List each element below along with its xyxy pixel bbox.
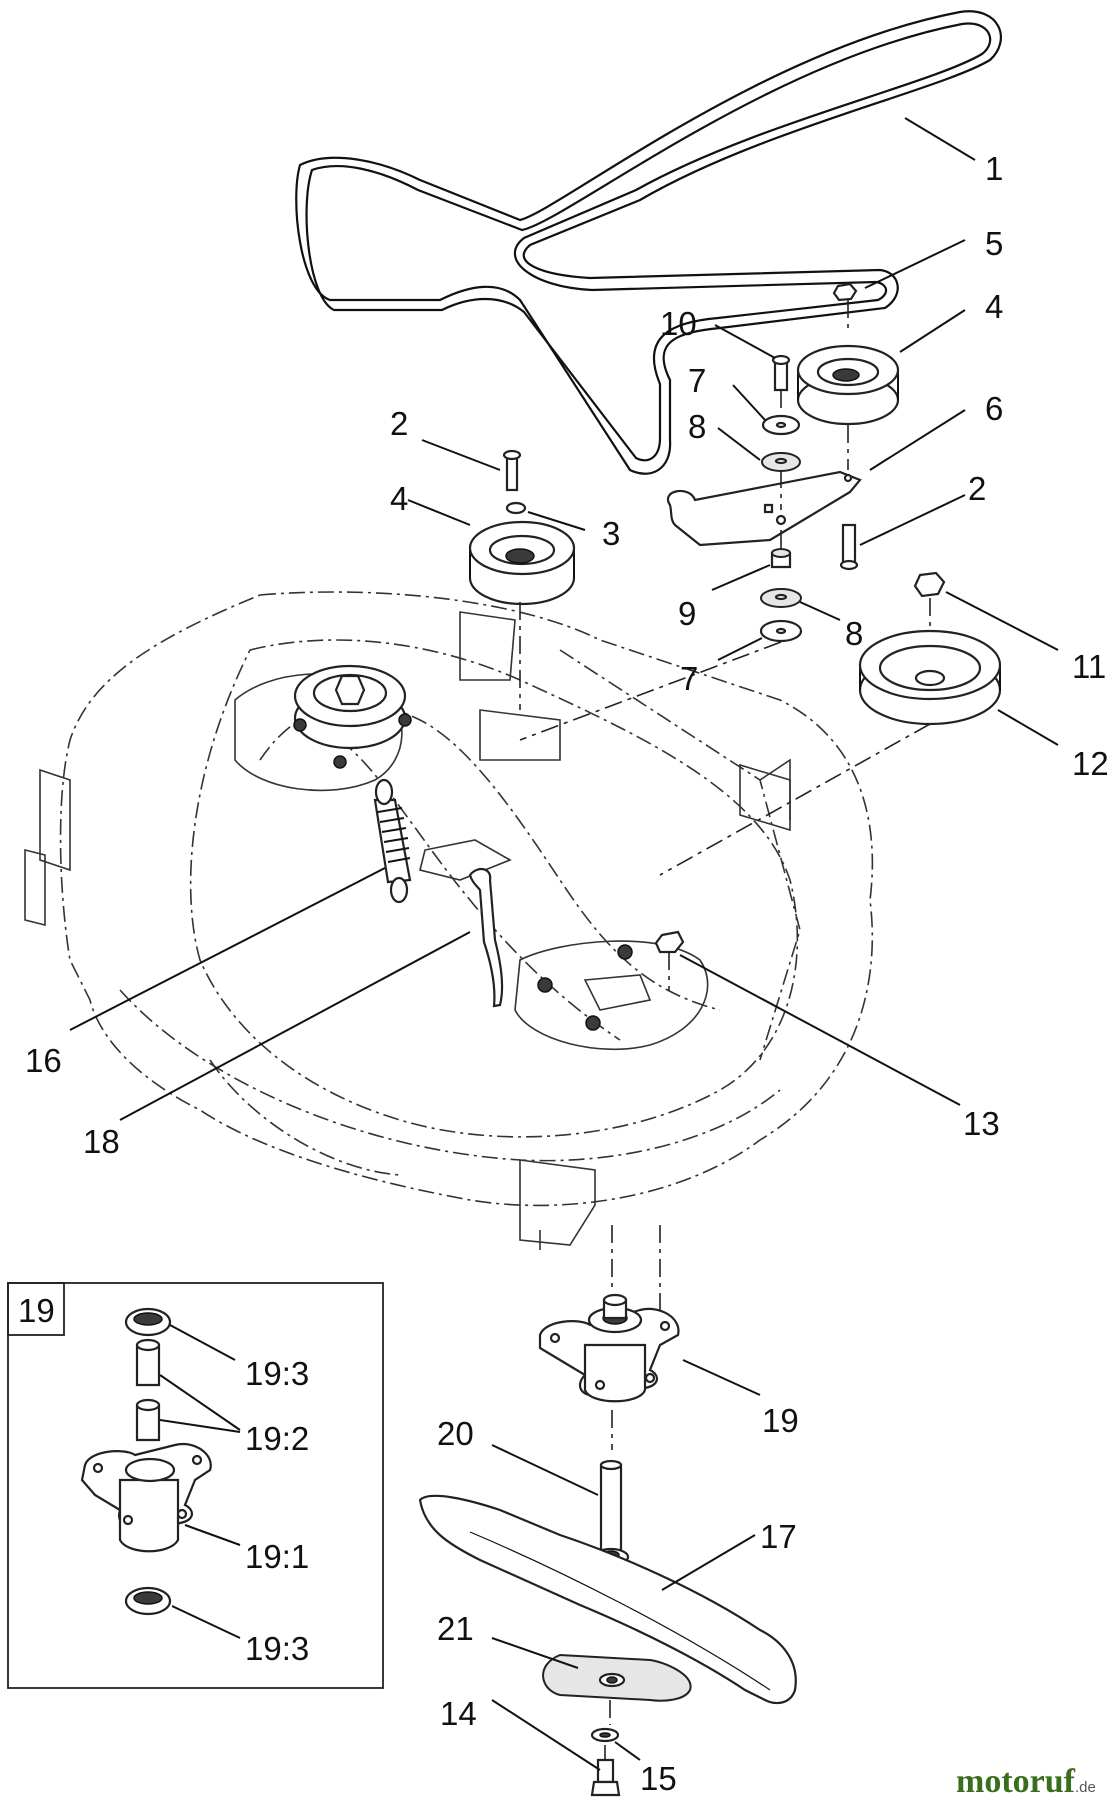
callout-4-right: 4 [985,288,1003,325]
callout-19-1: 19:1 [245,1538,309,1575]
callout-3: 3 [602,515,620,552]
drive-pulley-12 [659,571,1002,876]
callout-4-left: 4 [390,480,408,517]
idler-arm-assembly-right [519,282,900,741]
watermark-tld: .de [1075,1779,1096,1796]
callout-12: 12 [1072,745,1109,782]
callout-14: 14 [440,1695,477,1732]
callout-7-bottom: 7 [680,660,698,697]
callout-11: 11 [1072,648,1106,685]
mower-blade-17 [418,1494,797,1705]
inset-title: 19 [18,1292,55,1329]
deck-pulley-left [293,664,412,769]
watermark-brand: motoruf [956,1763,1076,1800]
callout-17: 17 [760,1518,797,1555]
callout-15: 15 [640,1760,677,1797]
watermark-logo: motoruf.de [956,1763,1096,1800]
blade-stiffener-21 [542,1653,692,1702]
inset-frame [7,1282,384,1689]
inset-spindle-exploded [7,1282,384,1689]
callout-18: 18 [83,1123,120,1160]
callout-7-top: 7 [688,362,706,399]
deck-nuts [537,930,685,1031]
inset-title-box [7,1282,65,1336]
callout-19: 19 [762,1402,799,1439]
callout-2-right: 2 [968,470,986,507]
callout-labels: 1 2 2 3 4 4 5 6 7 7 8 8 9 10 11 12 13 14… [18,150,1109,1797]
callout-20: 20 [437,1415,474,1452]
callout-10: 10 [660,305,697,342]
idler-pulley-assembly-left [468,449,576,710]
spindle-assembly-19 [538,1225,680,1450]
callout-19-3-top: 19:3 [245,1355,309,1392]
blade-bolt-14-washer-15 [590,1700,621,1797]
leader-lines [69,117,1059,1771]
callout-6: 6 [985,390,1003,427]
callout-8-bottom: 8 [845,615,863,652]
mower-deck-phantom [24,591,874,1250]
callout-16: 16 [25,1042,62,1079]
callout-2-left: 2 [390,405,408,442]
callout-13: 13 [963,1105,1000,1142]
callout-5: 5 [985,225,1003,262]
callout-19-2: 19:2 [245,1420,309,1457]
callout-1: 1 [985,150,1003,187]
extension-spring [373,778,412,904]
callout-9: 9 [678,595,696,632]
callout-21: 21 [437,1610,474,1647]
callout-8-top: 8 [688,408,706,445]
watermark: motoruf.de [956,1763,1096,1800]
callout-19-3-bottom: 19:3 [245,1630,309,1667]
drive-belt [295,10,1002,475]
tension-rod [468,867,504,1008]
